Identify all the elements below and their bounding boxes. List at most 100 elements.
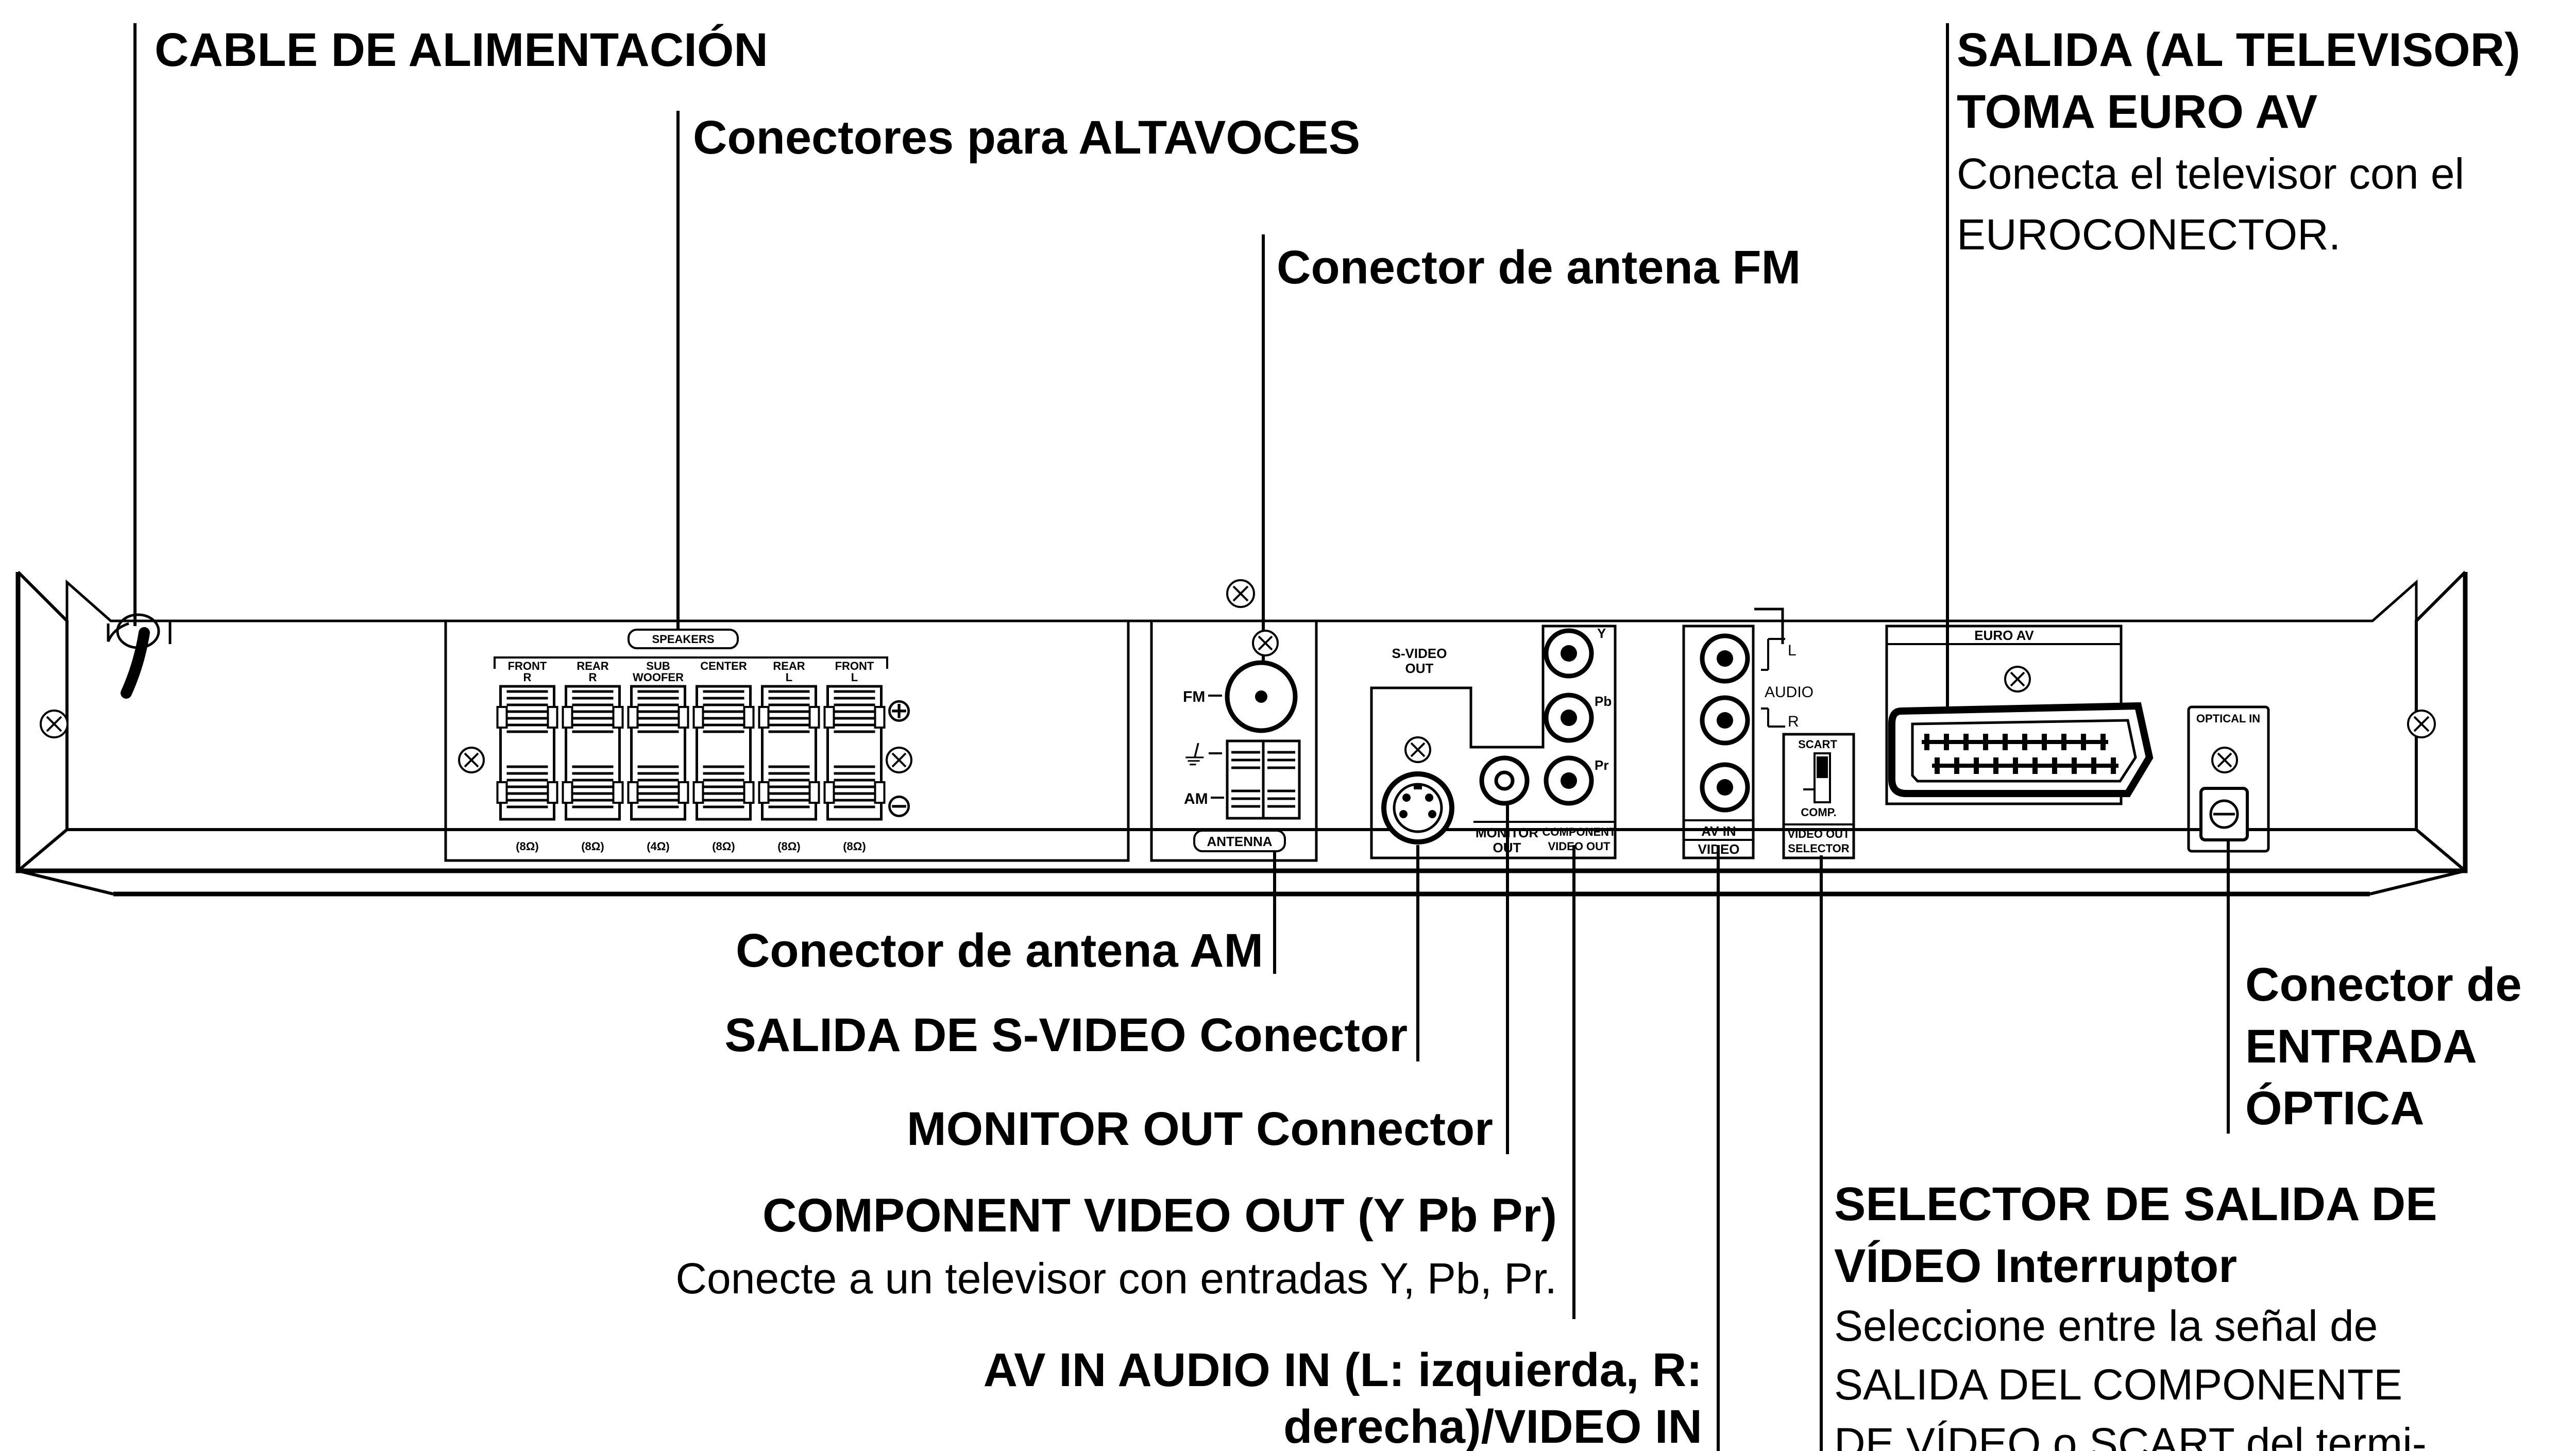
speakers-badge-label: SPEAKERS <box>652 633 714 646</box>
r-label: R <box>1788 713 1799 730</box>
scart-pin <box>2111 757 2116 774</box>
l-label: L <box>1788 642 1797 659</box>
scart-pin <box>2032 757 2038 774</box>
antenna-section: FM ⏚ AM ANTENNA <box>1150 621 1318 862</box>
speaker-channel: CENTER (8Ω) <box>692 660 755 853</box>
screw-icon <box>40 710 69 738</box>
scart-pins <box>1922 734 2119 774</box>
scart-pin <box>2081 734 2086 750</box>
ground-icon: ⏚ <box>1179 739 1207 772</box>
component-out-label: COMPONENT VIDEO OUT (Y Pb Pr) <box>762 1189 1557 1242</box>
component-panel-label-1: COMPONENT <box>1543 825 1617 838</box>
speaker-section: SPEAKERS FRONTR(8Ω)REARR(8Ω)SUBWOOFER(4Ω… <box>444 621 1130 862</box>
chassis <box>15 570 2468 897</box>
power-cable-label: CABLE DE ALIMENTACIÓN <box>155 23 768 76</box>
screw-icon <box>1252 630 1279 656</box>
selector-switch-knob[interactable] <box>1817 756 1828 778</box>
plus-icon: ⊕ <box>885 691 913 730</box>
chassis-outer <box>15 572 2468 873</box>
speaker-terminal[interactable] <box>565 685 621 821</box>
speaker-channel-label-1: REAR <box>577 660 608 672</box>
speaker-terminal[interactable] <box>630 685 686 821</box>
screw-icon <box>886 747 912 773</box>
speaker-terminal[interactable] <box>761 685 817 821</box>
speaker-channel-label-1: REAR <box>773 660 805 672</box>
monitor-out-label: MONITOR OUT Connector <box>907 1103 1493 1155</box>
callout-labels: CABLE DE ALIMENTACIÓN Conectores para AL… <box>155 23 2522 1451</box>
speaker-channel-label-2: L <box>786 671 792 684</box>
screw-icon <box>2004 666 2031 693</box>
pb-label: Pb <box>1595 694 1612 709</box>
comp-label: COMP. <box>1801 806 1836 819</box>
screw-icon <box>1404 736 1431 763</box>
optical-label-2: ENTRADA <box>2245 1020 2477 1073</box>
monitor-panel-label-1: MONITOR <box>1476 825 1539 840</box>
monitor-panel-label-2: OUT <box>1493 840 1521 855</box>
s-video-panel-label-1: S-VIDEO <box>1392 646 1447 661</box>
scart-pin <box>1935 757 1940 774</box>
antenna-badge <box>1193 830 1286 852</box>
scart-pin <box>1963 734 1969 750</box>
euro-av-desc-2: EUROCONECTOR. <box>1957 210 2341 259</box>
selector-panel-label-1: VIDEO OUT <box>1787 828 1850 840</box>
speaker-impedance: (8Ω) <box>581 840 604 853</box>
fm-label: FM <box>1183 688 1205 705</box>
scart-pin <box>2003 734 2008 750</box>
scart-pin <box>2100 734 2106 750</box>
antenna-badge-label: ANTENNA <box>1207 834 1272 849</box>
power-cable-cord <box>121 627 150 699</box>
av-in-section: AV IN VIDEO L AUDIO R <box>1682 608 1814 859</box>
minus-icon: ⊖ <box>885 787 913 825</box>
scart-pin <box>1944 734 1949 750</box>
scart-pin <box>2013 757 2018 774</box>
power-cable <box>107 613 172 699</box>
speaker-impedance: (8Ω) <box>843 840 866 853</box>
speaker-terminal[interactable] <box>696 685 752 821</box>
fm-antenna-label: Conector de antena FM <box>1277 241 1801 294</box>
speaker-impedance: (4Ω) <box>647 840 670 853</box>
speakers-badge <box>628 629 739 649</box>
component-panel-label-2: VIDEO OUT <box>1548 840 1611 853</box>
optical-in-section: OPTICAL IN <box>2187 705 2270 853</box>
av-in-label-2: derecha)/VIDEO IN <box>1283 1401 1702 1451</box>
scart-pin <box>1983 734 1988 750</box>
av-in-label-1: AV IN AUDIO IN (L: izquierda, R: <box>984 1344 1702 1396</box>
scart-pin <box>1974 757 1979 774</box>
side-screws <box>40 579 2436 738</box>
speaker-channel-label-1: SUB <box>646 660 670 672</box>
screw-icon <box>2407 710 2436 738</box>
leader-lines <box>133 23 2230 1451</box>
speaker-impedance: (8Ω) <box>712 840 735 853</box>
optical-label-1: Conector de <box>2245 958 2522 1011</box>
speaker-impedance: (8Ω) <box>516 840 539 853</box>
s-video-panel-label-2: OUT <box>1405 661 1434 676</box>
selector-panel-label-2: SELECTOR <box>1788 842 1850 855</box>
euro-av-title-2: TOMA EURO AV <box>1957 86 2317 138</box>
speaker-terminal[interactable] <box>826 685 883 821</box>
y-label: Y <box>1597 626 1606 641</box>
euro-av-section: EURO AV <box>1885 625 2154 805</box>
speaker-channel-label-2: R <box>589 671 597 684</box>
scart-pin <box>1924 734 1929 750</box>
video-panel-label: VIDEO <box>1698 841 1740 857</box>
selector-desc-2: SALIDA DEL COMPONENTE <box>1834 1360 2402 1409</box>
video-out-section: S-VIDEO OUT MONITOR OUT Y Pb Pr COMPONEN… <box>1370 625 1617 859</box>
selector-title-1: SELECTOR DE SALIDA DE <box>1834 1178 2437 1230</box>
speaker-channel-label-2: L <box>851 671 858 684</box>
speaker-channel-label-1: FRONT <box>835 660 874 672</box>
speaker-channel-label-2: R <box>523 671 532 684</box>
av-in-panel-label: AV IN <box>1701 823 1736 839</box>
selector-desc-1: Seleccione entre la señal de <box>1834 1302 2378 1350</box>
speaker-channel-label-1: CENTER <box>700 660 747 672</box>
speaker-terminals: FRONTR(8Ω)REARR(8Ω)SUBWOOFER(4Ω)CENTER(8… <box>496 660 886 853</box>
component-desc: Conecte a un televisor con entradas Y, P… <box>675 1254 1557 1303</box>
scart-pin <box>2091 757 2096 774</box>
scart-pin <box>1993 757 1998 774</box>
speaker-terminal[interactable] <box>499 685 555 821</box>
am-label: AM <box>1184 790 1208 807</box>
euro-av-panel-label: EURO AV <box>1974 628 2034 643</box>
